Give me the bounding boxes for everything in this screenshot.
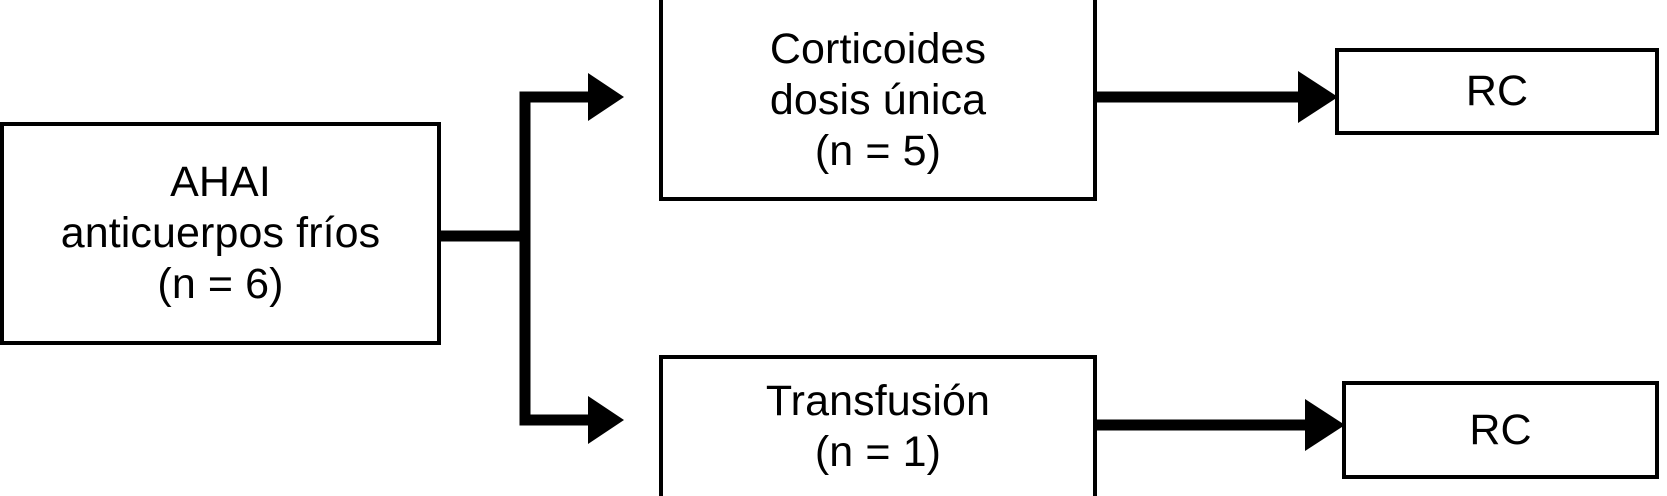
edge-transfusion-to-rc-bottom xyxy=(1093,399,1345,451)
edge-corticoides-to-rc-top xyxy=(1093,71,1338,123)
node-rc-bottom-label: RC xyxy=(1469,405,1532,454)
arrowhead-to-transfusion xyxy=(588,396,624,444)
node-transfusion-label: Transfusión (n = 1) xyxy=(765,377,991,476)
node-rc-bottom: RC xyxy=(1342,381,1659,479)
edge-ahai-to-corticoides xyxy=(441,73,624,242)
node-ahai: AHAI anticuerpos fríos (n = 6) xyxy=(0,122,441,345)
arrowhead-to-rc-top xyxy=(1298,71,1338,123)
node-transfusion: Transfusión (n = 1) xyxy=(659,355,1097,496)
arrowhead-to-rc-bottom xyxy=(1305,399,1345,451)
node-rc-top-label: RC xyxy=(1465,67,1529,116)
edge-ahai-to-transfusion xyxy=(519,230,624,444)
node-rc-top: RC xyxy=(1335,48,1659,135)
node-ahai-label: AHAI anticuerpos fríos (n = 6) xyxy=(60,158,381,308)
edge-branch-down xyxy=(519,230,590,426)
edge-branch-up xyxy=(519,91,590,242)
arrowhead-to-corticoides xyxy=(588,73,624,121)
node-corticoides-label: Corticoides dosis única (n = 5) xyxy=(769,25,987,175)
node-corticoides: Corticoides dosis única (n = 5) xyxy=(659,0,1097,201)
